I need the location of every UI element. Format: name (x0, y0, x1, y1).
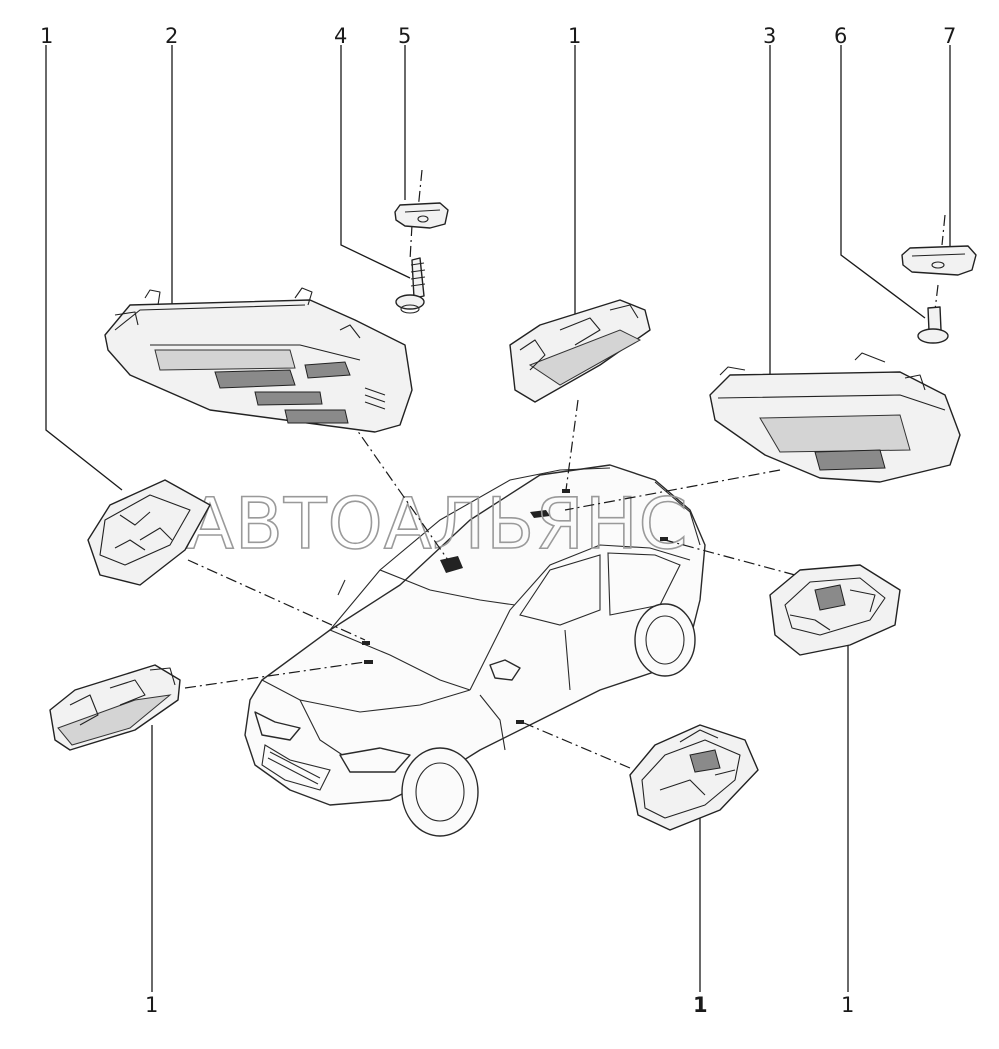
callout-4: 4 (334, 24, 347, 48)
clip-part-7 (901, 245, 977, 276)
screw-part-6 (917, 306, 949, 344)
roof-lamp-center (509, 299, 651, 403)
callout-1-bottom-right: 1 (841, 993, 854, 1017)
callout-3: 3 (763, 24, 776, 48)
callout-6: 6 (834, 24, 847, 48)
callout-labels: 1 2 4 5 1 3 6 7 1 1 1 (40, 24, 956, 1017)
clip-part-5 (394, 202, 449, 229)
callout-1-top-left: 1 (40, 24, 53, 48)
watermark: АВТОАЛЬЯНС (186, 483, 688, 565)
leader-lines (45, 45, 951, 992)
rear-overhead-console (709, 352, 961, 483)
car-illustration (244, 464, 706, 837)
callout-5: 5 (398, 24, 411, 48)
callout-1-bottom-center: 1 (693, 993, 708, 1017)
callout-1-bottom-left: 1 (145, 993, 158, 1017)
lamp-left-lower (49, 664, 181, 751)
lamp-left-upper (87, 479, 211, 586)
lamp-bottom-center (629, 724, 759, 831)
lamp-right (769, 564, 901, 656)
callout-7: 7 (943, 24, 956, 48)
screw-part-4 (395, 257, 426, 314)
callout-2: 2 (165, 24, 178, 48)
assembly-lines (184, 169, 946, 769)
callout-1-top-center: 1 (568, 24, 581, 48)
front-overhead-console (104, 287, 413, 433)
